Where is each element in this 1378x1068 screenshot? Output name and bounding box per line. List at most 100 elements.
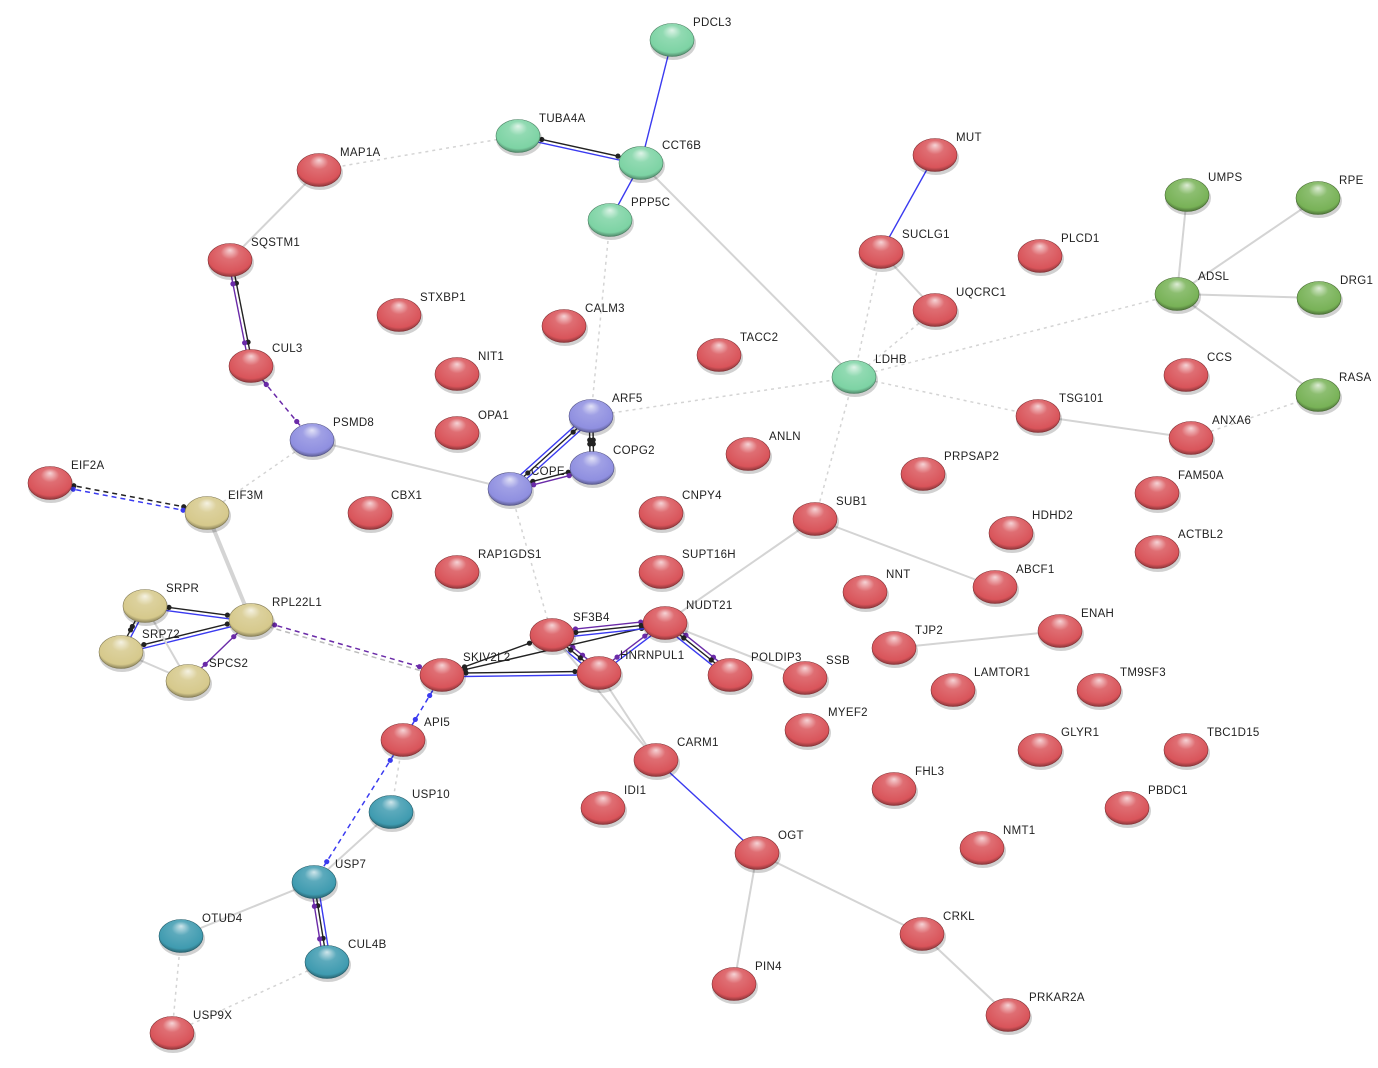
node-tuba4a[interactable]: TUBA4A: [495, 113, 586, 156]
node-pbdc1[interactable]: PBDC1: [1104, 785, 1188, 828]
node-sqstm1[interactable]: SQSTM1: [207, 237, 300, 280]
node-api5[interactable]: API5: [380, 717, 450, 760]
node-cope[interactable]: COPE: [487, 466, 565, 509]
node-cnpy4[interactable]: CNPY4: [638, 490, 722, 533]
node-cul3[interactable]: CUL3: [228, 343, 303, 386]
node-tm9sf3[interactable]: TM9SF3: [1076, 667, 1166, 710]
node-actbl2[interactable]: ACTBL2: [1134, 529, 1223, 572]
node-idi1[interactable]: IDI1: [580, 785, 646, 828]
node-rpe[interactable]: RPE: [1295, 175, 1364, 218]
node-eif3m[interactable]: EIF3M: [184, 490, 263, 533]
node-opa1[interactable]: OPA1: [434, 410, 509, 453]
node-bubble: [1296, 281, 1342, 315]
node-nudt21[interactable]: NUDT21: [642, 600, 733, 643]
node-sf3b4[interactable]: SF3B4: [529, 612, 610, 655]
node-eif2a[interactable]: EIF2A: [27, 460, 104, 503]
node-pdcl3[interactable]: PDCL3: [649, 17, 732, 60]
node-rpl22l1[interactable]: RPL22L1: [228, 597, 322, 640]
edge-API5-USP10: [390, 739, 404, 813]
node-bubble: [587, 203, 633, 237]
node-uqcrc1[interactable]: UQCRC1: [912, 287, 1006, 330]
node-anln[interactable]: ANLN: [725, 431, 801, 474]
node-lamtor1[interactable]: LAMTOR1: [930, 667, 1030, 710]
node-stxbp1[interactable]: STXBP1: [376, 292, 466, 335]
node-fhl3[interactable]: FHL3: [871, 766, 944, 809]
node-label: GLYR1: [1061, 727, 1099, 739]
node-suclg1[interactable]: SUCLG1: [858, 229, 950, 272]
node-tsg101[interactable]: TSG101: [1015, 393, 1104, 436]
node-bubble: [734, 836, 780, 870]
edge-MAP1A-SQSTM1: [229, 169, 320, 261]
node-ssb[interactable]: SSB: [782, 655, 850, 698]
node-bubble: [580, 791, 626, 825]
node-cbx1[interactable]: CBX1: [347, 490, 422, 533]
node-hdhd2[interactable]: HDHD2: [988, 510, 1073, 553]
node-nmt1[interactable]: NMT1: [959, 825, 1036, 868]
node-ogt[interactable]: OGT: [734, 830, 804, 873]
node-ccs[interactable]: CCS: [1163, 352, 1232, 395]
node-copg2[interactable]: COPG2: [569, 445, 655, 488]
node-ldhb[interactable]: LDHB: [831, 354, 907, 397]
node-bubble: [165, 664, 211, 698]
edge-endpoint-dot: [577, 655, 583, 661]
node-srp72[interactable]: SRP72: [98, 629, 180, 672]
node-label: CNPY4: [682, 490, 722, 502]
edge-line-gray: [756, 852, 923, 935]
node-srpr[interactable]: SRPR: [122, 583, 199, 626]
node-myef2[interactable]: MYEF2: [784, 707, 868, 750]
node-tbc1d15[interactable]: TBC1D15: [1163, 727, 1260, 770]
node-umps[interactable]: UMPS: [1164, 172, 1242, 215]
node-cct6b[interactable]: CCT6B: [618, 140, 701, 183]
node-label: NMT1: [1003, 825, 1036, 837]
node-bubble: [696, 338, 742, 372]
node-prpsap2[interactable]: PRPSAP2: [900, 451, 999, 494]
node-sub1[interactable]: SUB1: [792, 496, 867, 539]
node-label: USP7: [335, 859, 366, 871]
node-poldip3[interactable]: POLDIP3: [707, 652, 802, 695]
node-anxa6[interactable]: ANXA6: [1168, 415, 1251, 458]
edge-endpoint-dot: [202, 661, 208, 667]
node-cul4b[interactable]: CUL4B: [304, 939, 387, 982]
node-label: TM9SF3: [1120, 667, 1166, 679]
edge-endpoint-dot: [587, 441, 593, 447]
node-nnt[interactable]: NNT: [842, 569, 911, 612]
node-hnrnpul1[interactable]: HNRNPUL1: [576, 650, 684, 693]
edge-endpoint-dot: [242, 340, 248, 346]
node-pin4[interactable]: PIN4: [711, 961, 782, 1004]
node-abcf1[interactable]: ABCF1: [972, 564, 1055, 607]
node-mut[interactable]: MUT: [912, 132, 982, 175]
node-map1a[interactable]: MAP1A: [296, 147, 381, 190]
node-skiv2l2[interactable]: SKIV2L2: [419, 652, 511, 695]
edge-line-dotted: [206, 439, 313, 514]
edge-endpoint-dot: [271, 622, 278, 628]
node-arf5[interactable]: ARF5: [568, 393, 643, 436]
node-glyr1[interactable]: GLYR1: [1017, 727, 1099, 770]
node-tjp2[interactable]: TJP2: [871, 625, 943, 668]
node-crkl[interactable]: CRKL: [899, 911, 975, 954]
node-adsl[interactable]: ADSL: [1154, 271, 1230, 314]
edge-line-gray: [1037, 415, 1192, 439]
node-usp7[interactable]: USP7: [291, 859, 366, 902]
node-prkar2a[interactable]: PRKAR2A: [985, 992, 1085, 1035]
node-bubble: [228, 603, 274, 637]
node-ppp5c[interactable]: PPP5C: [587, 197, 670, 240]
node-carm1[interactable]: CARM1: [633, 737, 719, 780]
node-plcd1[interactable]: PLCD1: [1017, 233, 1100, 276]
node-otud4[interactable]: OTUD4: [158, 913, 243, 956]
node-enah[interactable]: ENAH: [1037, 608, 1114, 651]
node-bubble: [1168, 421, 1214, 455]
node-supt16h[interactable]: SUPT16H: [638, 549, 736, 592]
node-bubble: [784, 713, 830, 747]
node-spcs2[interactable]: SPCS2: [165, 658, 248, 701]
edge-endpoint-dot: [681, 635, 687, 641]
node-nit1[interactable]: NIT1: [434, 351, 504, 394]
node-rasa[interactable]: RASA: [1295, 372, 1372, 415]
node-drg1[interactable]: DRG1: [1296, 275, 1373, 318]
node-usp9x[interactable]: USP9X: [149, 1010, 232, 1053]
node-tacc2[interactable]: TACC2: [696, 332, 778, 375]
node-calm3[interactable]: CALM3: [541, 303, 625, 346]
node-fam50a[interactable]: FAM50A: [1134, 470, 1224, 513]
node-rap1gds1[interactable]: RAP1GDS1: [434, 549, 542, 592]
node-usp10[interactable]: USP10: [368, 789, 450, 832]
node-psmd8[interactable]: PSMD8: [289, 417, 374, 460]
